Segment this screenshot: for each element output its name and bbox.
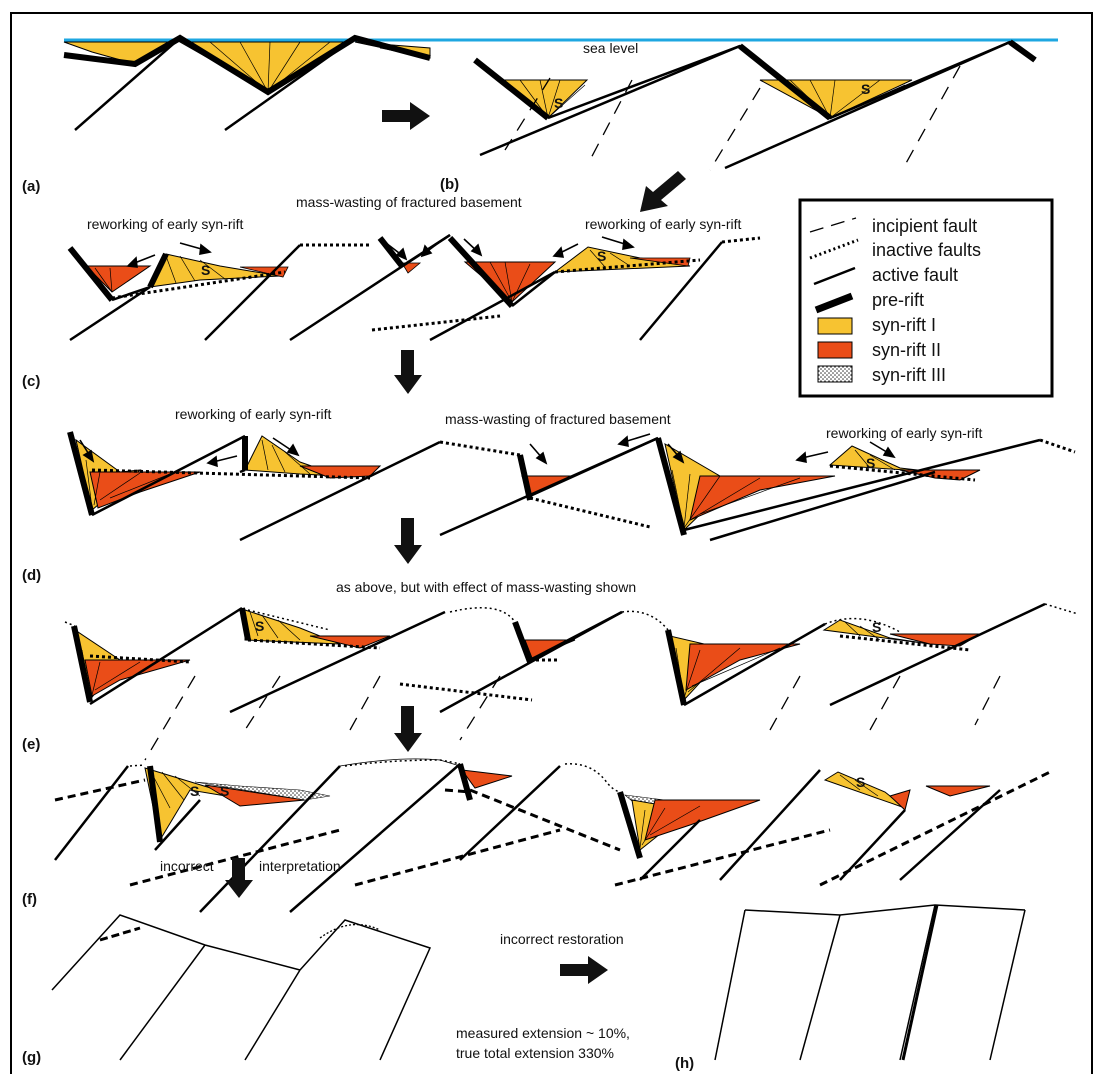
panel-d-faults: [67, 431, 1076, 542]
sediment-marker: S: [856, 774, 865, 790]
synrift1-fill: [178, 41, 352, 93]
synrift2-fill: [889, 633, 982, 647]
panel-h: [714, 904, 1026, 1061]
figure-frame: [10, 12, 1093, 1074]
panel-f-faults: [54, 758, 1051, 913]
interpretation-label: interpretation: [259, 858, 341, 874]
sediment-marker: S: [866, 455, 875, 471]
down-arrow-icon: [394, 518, 422, 564]
reworking-label: reworking of early syn-rift: [175, 406, 331, 422]
panel-c: [67, 233, 761, 342]
legend-incipient-fault-symbol: [809, 217, 857, 233]
synrift2-fill: [401, 262, 422, 274]
sediment-marker: S: [872, 619, 881, 635]
panel-label-h: (h): [675, 1055, 694, 1072]
legend-synrift3-swatch: [817, 365, 853, 383]
legend-label: pre-rift: [872, 290, 924, 310]
legend-synrift1-swatch: [817, 317, 853, 335]
true-extension-label: true total extension 330%: [456, 1045, 614, 1061]
synrift2-fill: [925, 785, 991, 797]
legend-label: syn-rift I: [872, 315, 936, 335]
legend-label: syn-rift II: [872, 340, 941, 360]
down-arrow-icon: [394, 350, 422, 394]
right-arrow-icon: [382, 102, 430, 130]
legend: incipient fault inactive faults active f…: [798, 198, 1054, 398]
synrift2-fill: [89, 471, 201, 509]
panel-label-f: (f): [22, 891, 37, 908]
reworking-label: reworking of early syn-rift: [585, 216, 741, 232]
slide-arrows: [79, 433, 896, 468]
panel-e-faults: [64, 602, 1079, 761]
down-arrow-icon: [225, 858, 253, 898]
layering: [85, 439, 896, 529]
reworking-label: reworking of early syn-rift: [826, 425, 982, 441]
panel-e: [64, 602, 1079, 761]
sediment-marker: S: [861, 81, 870, 97]
panel-label-d: (d): [22, 567, 41, 584]
sediment-marker: S: [597, 248, 606, 264]
sediment-marker: S: [255, 618, 264, 634]
right-arrow-icon: [560, 956, 608, 984]
synrift2-fill: [309, 635, 391, 649]
reworking-label: reworking of early syn-rift: [87, 216, 243, 232]
panel-g: [51, 914, 432, 1061]
synrift2-fill: [204, 784, 306, 807]
synrift2-fill: [84, 265, 152, 293]
legend-label: inactive faults: [872, 240, 981, 260]
legend-pre-rift-symbol: [814, 292, 854, 314]
sediment-marker: S: [201, 262, 210, 278]
synrift2-fill: [685, 643, 801, 691]
mass-wasting-label: mass-wasting of fractured basement: [296, 194, 522, 210]
mass-wasting-label: mass-wasting of fractured basement: [445, 411, 671, 427]
legend-active-fault-symbol: [813, 266, 856, 286]
legend-synrift2-swatch: [817, 341, 853, 359]
panel-label-c: (c): [22, 373, 40, 390]
incorrect-label: incorrect: [160, 858, 214, 874]
legend-label: syn-rift III: [872, 365, 946, 385]
panel-label-e: (e): [22, 736, 40, 753]
panel-d: [67, 431, 1076, 542]
synrift1-fill: [759, 79, 913, 119]
slide-arrows: [126, 236, 635, 268]
measured-extension-label: measured extension ~ 10%,: [456, 1025, 630, 1041]
synrift2-fill: [460, 769, 513, 789]
legend-label: active fault: [872, 265, 958, 285]
sediment-marker: S: [190, 783, 199, 799]
incorrect-restoration-label: incorrect restoration: [500, 931, 624, 947]
panel-b-faults: [473, 39, 1037, 171]
down-left-arrow-icon: [640, 171, 686, 212]
synrift2-fill: [689, 475, 836, 521]
panel-label-b: (b): [440, 176, 459, 193]
synrift2-fill: [84, 659, 191, 697]
synrift1-fill: [822, 619, 931, 645]
legend-label: incipient fault: [872, 216, 977, 236]
panel-c-faults: [67, 233, 761, 342]
panel-label-a: (a): [22, 178, 40, 195]
panel-f: [54, 758, 1051, 913]
down-arrow-icon: [394, 706, 422, 752]
panel-label-g: (g): [22, 1049, 41, 1066]
panel-a: [63, 34, 1058, 132]
sea-level-label: sea level: [583, 40, 638, 56]
panel-a-faults: [63, 34, 431, 132]
synrift2-fill: [644, 799, 761, 841]
sediment-marker: S: [220, 783, 229, 799]
sediment-marker: S: [554, 95, 563, 111]
legend-inactive-faults-symbol: [809, 238, 859, 260]
synrift2-fill: [889, 789, 911, 811]
panel-b: [473, 39, 1037, 171]
as-above-label: as above, but with effect of mass-wastin…: [336, 579, 636, 595]
synrift1-fill: [823, 771, 906, 809]
